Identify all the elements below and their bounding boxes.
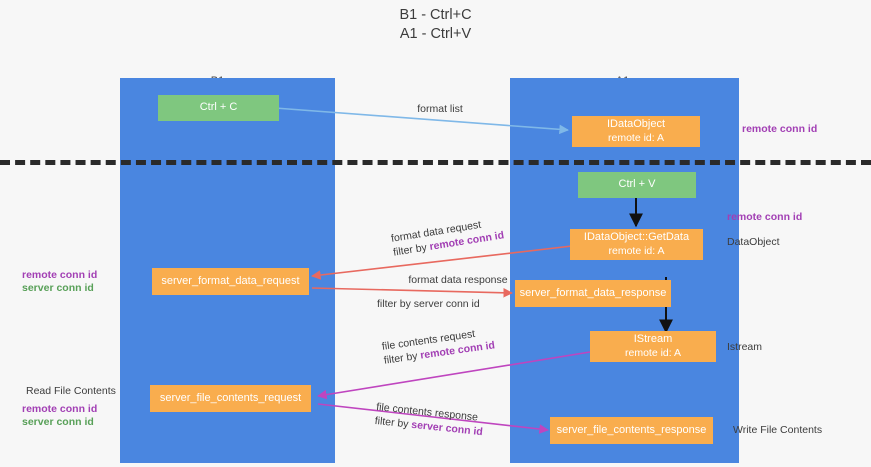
node-ctrl-v[interactable]: Ctrl + V [578,172,696,198]
arrow-format-data-request [311,245,573,280]
edge-label-format-data-response: format data response [408,274,508,286]
arrow-file-contents-response [317,403,549,434]
node-idataobject-sub: remote id: A [607,131,665,144]
node-idataobject-getdata[interactable]: IDataObject::GetData remote id: A [570,229,703,260]
side-label-istream: Istream [727,341,763,353]
filter-prefix: filter by [374,414,412,431]
filter-key-server-conn-id: server conn id [413,298,480,310]
side-label-read-file-contents: Read File Contents [26,385,116,397]
node-server-file-contents-response-label: server_file_contents_response [556,423,707,436]
node-server-file-contents-response[interactable]: server_file_contents_response [550,417,713,444]
node-idataobject-getdata-sub: remote id: A [608,244,665,257]
side-label-left-server-conn-id-mid: server conn id [22,282,94,294]
side-label-write-file-contents: Write File Contents [733,424,823,436]
node-ctrl-c[interactable]: Ctrl + C [158,95,279,121]
edge-label-format-list: format list [417,103,463,115]
side-label-left-remote-conn-id-bottom: remote conn id [22,403,98,415]
filter-prefix: filter by [377,298,414,310]
node-ctrl-c-label: Ctrl + C [199,101,238,114]
arrow-format-data-response [311,287,513,298]
node-istream-sub: remote id: A [624,346,682,359]
node-server-file-contents-request-label: server_file_contents_request [159,391,302,404]
node-idataobject[interactable]: IDataObject remote id: A [572,116,700,147]
edge-label-format-data-response-filter: filter by server conn id [377,298,480,312]
node-idataobject-label: IDataObject [606,118,666,130]
node-istream[interactable]: IStream remote id: A [590,331,716,362]
arrow-format-list [274,107,569,135]
phase-separator [0,160,871,165]
node-istream-label: IStream [633,333,673,345]
side-label-remote-conn-id-mid: remote conn id [727,211,803,223]
side-label-left-remote-conn-id-mid: remote conn id [22,269,98,281]
side-label-left-server-conn-id-bottom: server conn id [22,416,94,428]
node-server-format-data-response-label: server_format_data_response [519,286,667,299]
node-server-format-data-request-label: server_format_data_request [161,274,300,287]
node-server-file-contents-request[interactable]: server_file_contents_request [150,385,311,412]
node-ctrl-v-label: Ctrl + V [618,178,656,191]
side-label-dataobject: DataObject [727,236,780,248]
diagram-title-line1: B1 - Ctrl+C [399,7,472,23]
side-label-remote-conn-id-top: remote conn id [742,123,818,135]
node-idataobject-getdata-label: IDataObject::GetData [583,231,690,243]
arrow-file-contents-request [317,351,591,400]
node-server-format-data-request[interactable]: server_format_data_request [152,268,309,295]
diagram-title-line2: A1 - Ctrl+V [399,26,472,42]
node-server-format-data-response[interactable]: server_format_data_response [515,280,671,307]
